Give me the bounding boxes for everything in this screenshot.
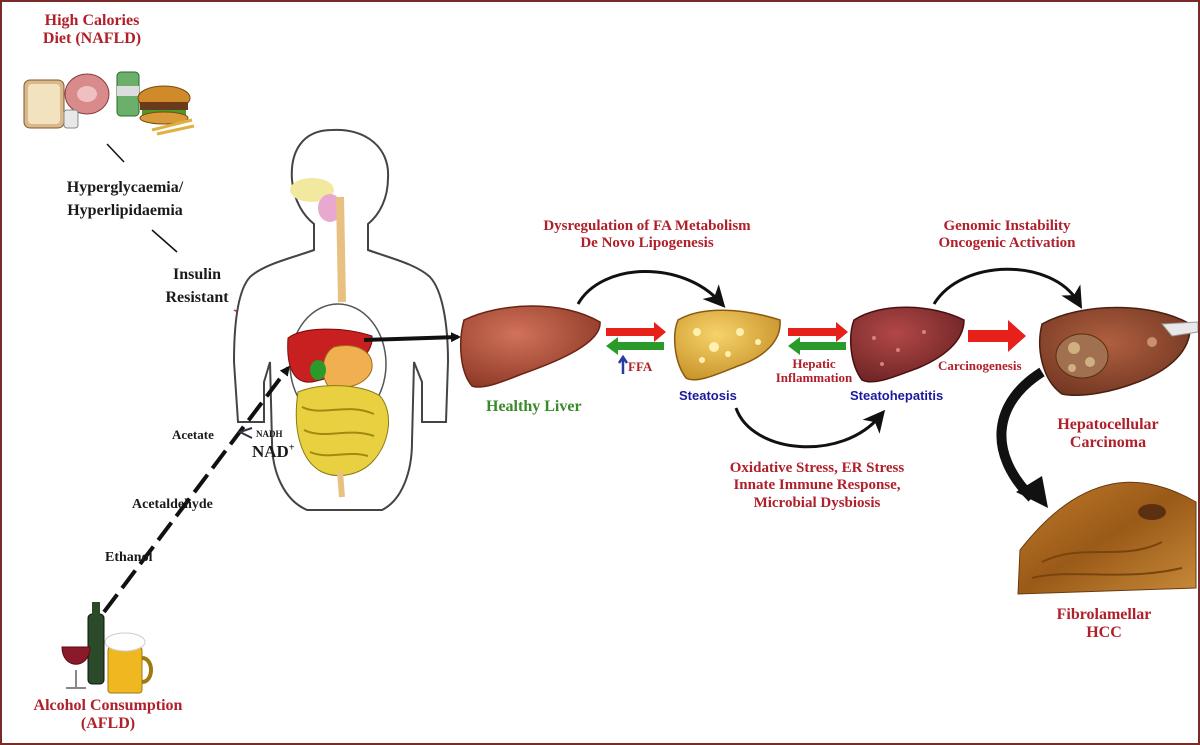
junk-food-icon (24, 72, 194, 134)
oxidative-line-1: Oxidative Stress, ER Stress (692, 460, 942, 477)
steatohepatitis-label: Steatohepatitis (850, 389, 943, 404)
nad-superscript: + (289, 442, 295, 453)
nadh-label: NADH (256, 429, 283, 439)
insulin-line-2: Resistant (142, 286, 252, 309)
connector-hyper-insulin (152, 230, 177, 252)
carcinogenesis-label: Carcinogenesis (938, 359, 1022, 374)
curved-arrow-genomic (934, 269, 1078, 304)
hyper-label: Hyperglycaemia/ Hyperlipidaemia (50, 176, 200, 222)
hyper-line-1: Hyperglycaemia/ (50, 176, 200, 199)
ffa-label: FFA (628, 360, 652, 375)
carcinogenesis-arrow (968, 320, 1026, 352)
steatosis-label: Steatosis (679, 389, 737, 404)
oxidative-line-3: Microbial Dysbiosis (692, 495, 942, 512)
curved-arrow-oxidative (736, 408, 880, 447)
afld-line-1: Alcohol Consumption (8, 697, 208, 715)
hepatic-line-2: Inflammation (762, 371, 866, 385)
dysregulation-line-1: Dysregulation of FA Metabolism (517, 218, 777, 235)
healthy-liver-label: Healthy Liver (486, 398, 582, 416)
fibrolamellar-line-2: HCC (1034, 624, 1174, 642)
hyper-line-2: Hyperlipidaemia (50, 199, 200, 222)
nad-text: NAD (252, 442, 289, 461)
tumor-liver-icon (1040, 308, 1198, 396)
ffa-up-arrow-icon (619, 357, 627, 374)
fibrolamellar-line-1: Fibrolamellar (1034, 606, 1174, 624)
healthy-liver-icon (461, 306, 600, 387)
insulin-label: Insulin Resistant (142, 263, 252, 309)
oxidative-line-2: Innate Immune Response, (692, 477, 942, 494)
nafld-line-1: High Calories (22, 12, 162, 30)
curved-arrow-fibrolamellar (1001, 372, 1042, 498)
reversible-arrows-1 (606, 322, 666, 355)
nafld-line-2: Diet (NAFLD) (22, 30, 162, 48)
dysregulation-line-2: De Novo Lipogenesis (517, 235, 777, 252)
nafld-label: High Calories Diet (NAFLD) (22, 12, 162, 49)
hcc-line-2: Carcinoma (1038, 434, 1178, 452)
curved-arrow-dysregulation (578, 271, 720, 304)
genomic-line-1: Genomic Instability (907, 218, 1107, 235)
arrow-alcohol-pathway (104, 368, 288, 612)
nad-label: NAD+ (252, 442, 295, 462)
alcohol-drinks-icon (62, 602, 151, 693)
connector-food-hyper (107, 144, 124, 162)
genomic-line-2: Oncogenic Activation (907, 235, 1107, 252)
oxidative-stress-label: Oxidative Stress, ER Stress Innate Immun… (692, 460, 942, 512)
hepatic-inflammation-label: Hepatic Inflammation (762, 357, 866, 386)
hcc-line-1: Hepatocellular (1038, 416, 1178, 434)
reversible-arrows-2 (788, 322, 848, 355)
insulin-line-1: Insulin (142, 263, 252, 286)
acetaldehyde-label: Acetaldehyde (132, 497, 213, 513)
ethanol-label: Ethanol (105, 550, 152, 566)
afld-label: Alcohol Consumption (AFLD) (8, 697, 208, 734)
afld-line-2: (AFLD) (8, 715, 208, 733)
hepatic-line-1: Hepatic (762, 357, 866, 371)
genomic-instability-label: Genomic Instability Oncogenic Activation (907, 218, 1107, 253)
acetate-label: Acetate (172, 428, 214, 443)
hcc-label: Hepatocellular Carcinoma (1038, 416, 1178, 453)
dysregulation-label: Dysregulation of FA Metabolism De Novo L… (517, 218, 777, 253)
fibrolamellar-label: Fibrolamellar HCC (1034, 606, 1174, 643)
